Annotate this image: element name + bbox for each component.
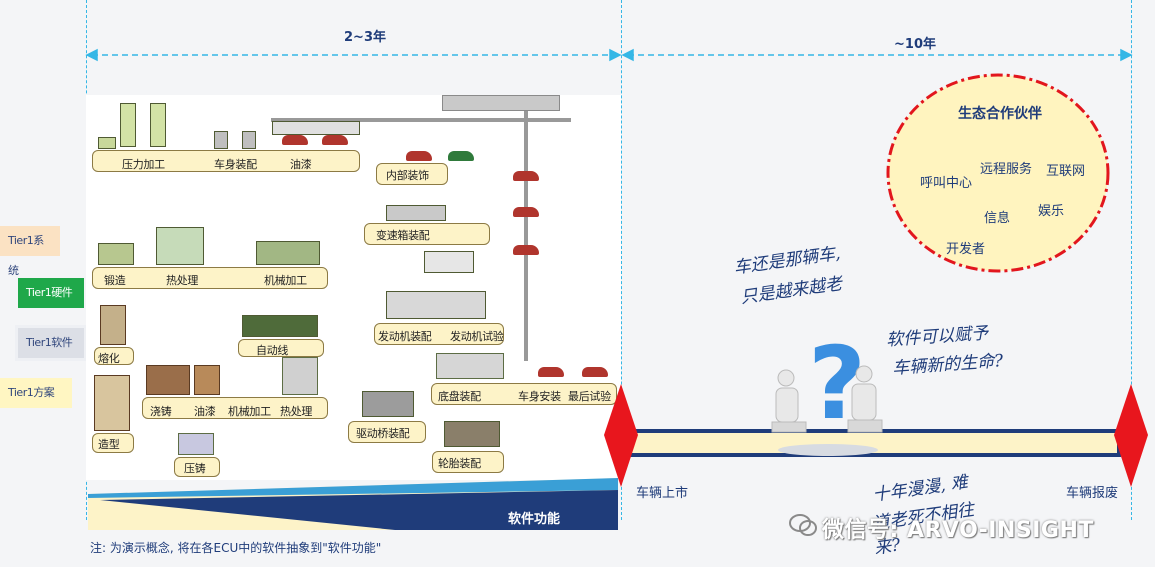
body-robot-2: [242, 131, 256, 149]
wechat-icon: [789, 514, 817, 536]
period-right-label: ~10年: [894, 37, 936, 52]
factory-illustration: 压力加工 车身装配 油漆 内部装饰 变速箱装配 发动机装配 发动机试验 锻造 热…: [86, 95, 621, 480]
chassis-frames: [436, 353, 504, 379]
car-paint-2: [322, 135, 348, 145]
body-robot-1: [214, 131, 228, 149]
period-left-label: 2~3年: [344, 30, 386, 45]
ecosystem-circle: [886, 73, 1110, 273]
station-diecast-label: 压铸: [184, 462, 206, 475]
station-heat-label: 热处理: [166, 274, 199, 287]
press-machine-2: [150, 103, 166, 147]
heat-furnace: [156, 227, 204, 265]
track-forge-machining: [92, 267, 328, 289]
station-autoline-label: 自动线: [256, 344, 289, 357]
tier-system-label: Tier1系统: [0, 226, 60, 277]
machining-tool: [256, 241, 320, 265]
engine-hangers: [386, 291, 486, 319]
station-tire-label: 轮胎装配: [438, 457, 481, 470]
track-axle: [348, 421, 426, 443]
ecosystem-title: 生态合作伙伴: [958, 106, 1042, 122]
track-tire: [432, 451, 504, 473]
eco-item-internet: 互联网: [1046, 164, 1086, 179]
track-interior: [376, 163, 448, 185]
track-diecast: [174, 457, 220, 477]
cast-ladles: [146, 365, 190, 395]
paint-booth: [272, 121, 360, 135]
watermark: 微信号: ARVO-INSIGHT: [822, 518, 1094, 543]
software-function-label: 软件功能: [508, 512, 561, 527]
station-melt-label: 熔化: [98, 352, 120, 365]
station-axle-label: 驱动桥装配: [356, 427, 410, 440]
mold-stack: [94, 375, 130, 431]
car-interior-1: [406, 151, 432, 161]
milestone-launch-label: 车辆上市: [636, 486, 689, 501]
track-mold: [92, 433, 134, 453]
track-autoline: [238, 339, 324, 357]
tire-stack: [444, 421, 500, 447]
track-chassis-final: [431, 383, 617, 405]
overhead-conveyor: [442, 95, 560, 111]
melt-furnace: [100, 305, 126, 345]
press-machine-3: [98, 137, 116, 149]
tier-software-label: Tier1软件: [18, 328, 84, 358]
track-gearbox: [364, 223, 490, 245]
station-chassis-label: 底盘装配: [438, 390, 481, 403]
milestone-scrap-label: 车辆报废: [1066, 486, 1119, 501]
diecast-machine: [178, 433, 214, 455]
station-paint2-label: 油漆: [194, 405, 216, 418]
autoline-machines: [242, 315, 318, 337]
station-body-install-label: 车身安装: [518, 390, 561, 403]
station-press-label: 压力加工: [122, 158, 165, 171]
car-interior-2: [448, 151, 474, 161]
press-machine-1: [120, 103, 136, 147]
overhead-rail: [271, 118, 571, 122]
station-body-label: 车身装配: [214, 158, 257, 171]
vertical-rail: [524, 111, 528, 361]
station-heat2-label: 热处理: [280, 405, 313, 418]
track-cast-heat: [142, 397, 328, 419]
eco-item-developer: 开发者: [946, 242, 986, 257]
eco-item-call-center: 呼叫中心: [920, 176, 973, 191]
track-engine: [374, 323, 504, 345]
car-final-1: [538, 367, 564, 377]
question-mark-figure: ?: [771, 325, 883, 456]
station-interior-label: 内部装饰: [386, 169, 429, 182]
eco-item-info: 信息: [984, 211, 1011, 226]
gearbox-units: [424, 251, 474, 273]
station-final-test-label: 最后试验: [568, 390, 611, 403]
guide-right: [1131, 0, 1132, 520]
heat-treatment-unit: [282, 357, 318, 395]
tier-solution-label: Tier1方案: [0, 378, 72, 408]
tier-hardware-label: Tier1硬件: [18, 278, 84, 308]
axle-units: [362, 391, 414, 417]
period-arrows: [85, 48, 1133, 62]
station-mold-label: 造型: [98, 438, 120, 451]
gearbox-machines: [386, 205, 446, 221]
footnote: 注: 为演示概念, 将在各ECU中的软件抽象到"软件功能": [90, 541, 382, 555]
car-conveyor-1: [513, 171, 539, 181]
station-forging-label: 锻造: [104, 274, 126, 287]
station-engine-test-label: 发动机试验: [450, 330, 504, 343]
car-conveyor-3: [513, 245, 539, 255]
track-press-paint: [92, 150, 360, 172]
forging-press: [98, 243, 134, 265]
station-engine-asm-label: 发动机装配: [378, 330, 432, 343]
station-paint-label: 油漆: [290, 158, 312, 171]
car-paint-1: [282, 135, 308, 145]
track-melt: [94, 347, 134, 365]
eco-item-remote-service: 远程服务: [980, 162, 1033, 177]
eco-item-entertainment: 娱乐: [1038, 204, 1065, 219]
station-gearbox-label: 变速箱装配: [376, 229, 430, 242]
guide-middle: [621, 0, 622, 520]
station-machining2-label: 机械加工: [228, 405, 271, 418]
station-cast-label: 浇铸: [150, 405, 172, 418]
paint-tanks: [194, 365, 220, 395]
car-final-2: [582, 367, 608, 377]
car-conveyor-2: [513, 207, 539, 217]
station-machining-label: 机械加工: [264, 274, 307, 287]
